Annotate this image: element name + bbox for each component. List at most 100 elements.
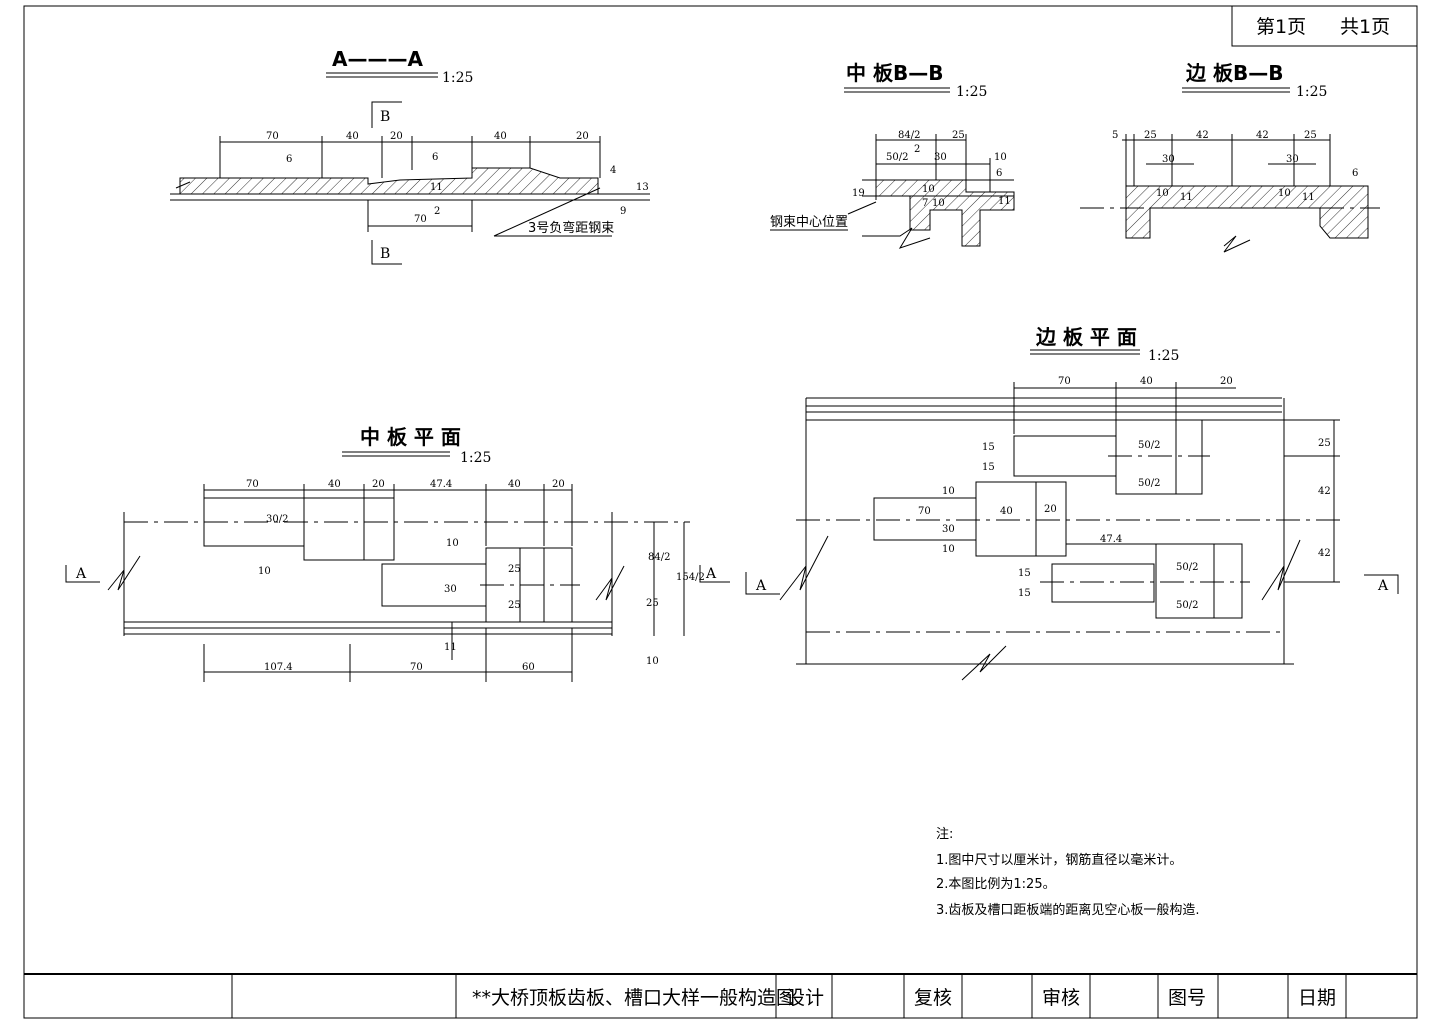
dim-ep-50-2c: 50/2 — [1176, 562, 1198, 573]
view-mid-b-b: 中 板B—B 1:25 84/2 25 2 50/2 30 10 6 19 10… — [770, 61, 1015, 249]
dim-mbb-19: 19 — [852, 188, 865, 199]
dim-ep-50-2b: 50/2 — [1138, 478, 1160, 489]
dim-aa-20b: 20 — [576, 131, 589, 142]
dim-ep-50-2: 50/2 — [1138, 440, 1160, 451]
dim-ep-10b: 10 — [942, 544, 955, 555]
dim-ep-50-2d: 50/2 — [1176, 600, 1198, 611]
view-title-mid-plan: 中 板 平 面 — [360, 425, 461, 449]
dim-mp-60: 60 — [522, 662, 535, 673]
dim-mbb-11: 11 — [998, 196, 1011, 207]
dim-ep-42: 42 — [1318, 486, 1331, 497]
view-scale-mid-plan: 1:25 — [460, 450, 491, 466]
dim-ep-10: 10 — [942, 486, 955, 497]
title-block: **大桥顶板齿板、槽口大样一般构造图 设计 复核 审核 图号 日期 — [24, 973, 1417, 1018]
view-scale-a-a: 1:25 — [442, 70, 473, 86]
dim-mp-47-4: 47.4 — [430, 479, 452, 490]
dim-ebb-25b: 25 — [1304, 130, 1317, 141]
view-scale-mid-bb: 1:25 — [956, 84, 987, 100]
dim-ebb-10b: 10 — [1278, 188, 1291, 199]
sheet-border — [23, 5, 1418, 1019]
label-review: 审核 — [1042, 987, 1080, 1009]
notes-heading: 注: — [936, 827, 953, 842]
cut-label-b-top: B — [380, 109, 390, 125]
dim-ebb-25: 25 — [1144, 130, 1157, 141]
dim-mp-10b: 10 — [446, 538, 459, 549]
dim-mp-70: 70 — [246, 479, 259, 490]
view-title-mid-bb: 中 板B—B — [846, 61, 943, 85]
label-date: 日期 — [1298, 987, 1336, 1009]
label-drawing-no: 图号 — [1168, 987, 1206, 1009]
dim-mp-11: 11 — [444, 642, 457, 653]
dim-mbb-50-2: 50/2 — [886, 152, 908, 163]
drawing-title: **大桥顶板齿板、槽口大样一般构造图 — [472, 987, 795, 1009]
dim-mbb-30: 30 — [934, 152, 947, 163]
dim-mbb-84-2: 84/2 — [898, 130, 920, 141]
dim-ep-15: 15 — [982, 442, 995, 453]
dim-mp-154-2: 154/2 — [676, 572, 705, 583]
dim-aa-13: 13 — [636, 182, 649, 193]
dim-ebb-6: 6 — [1352, 168, 1358, 179]
view-a-a: A———A 1:25 B B 70 40 20 40 20 6 6 4 13 1… — [170, 47, 650, 265]
dim-aa-40: 40 — [346, 131, 359, 142]
dim-ebb-42: 42 — [1196, 130, 1209, 141]
view-mid-plan: 中 板 平 面 1:25 A A 70 40 20 47.4 40 20 — [65, 425, 730, 682]
dim-aa-2: 2 — [434, 206, 440, 217]
dim-mp-30-2: 30/2 — [266, 514, 288, 525]
dim-mp-40b: 40 — [508, 479, 521, 490]
dim-aa-70: 70 — [266, 131, 279, 142]
dim-ep-40b: 40 — [1000, 506, 1013, 517]
dim-ep-20b: 20 — [1044, 504, 1057, 515]
notes: 注: 1.图中尺寸以厘米计，钢筋直径以毫米计。 2.本图比例为1:25。 3.齿… — [936, 827, 1200, 918]
view-title-edge-bb: 边 板B—B — [1185, 61, 1283, 85]
dim-ep-42b: 42 — [1318, 548, 1331, 559]
dim-mp-40: 40 — [328, 479, 341, 490]
note-item-1: 1.图中尺寸以厘米计，钢筋直径以毫米计。 — [936, 852, 1182, 868]
dim-aa-9: 9 — [620, 206, 626, 217]
leader-tendon-3: 3号负弯距钢束 — [528, 220, 614, 236]
dim-ebb-30: 30 — [1162, 154, 1175, 165]
dim-aa-70b: 70 — [414, 214, 427, 225]
label-check: 复核 — [914, 987, 952, 1009]
dim-mp-70b: 70 — [410, 662, 423, 673]
dim-mbb-10c: 10 — [932, 198, 945, 209]
dim-ep-15b: 15 — [982, 462, 995, 473]
page-number: 第1页 — [1256, 16, 1306, 38]
dim-mbb-6: 6 — [996, 168, 1002, 179]
dim-ebb-11: 11 — [1180, 192, 1193, 203]
dim-ep-15d: 15 — [1018, 588, 1031, 599]
dim-aa-40b: 40 — [494, 131, 507, 142]
leader-tendon-center: 钢束中心位置 — [770, 215, 848, 230]
section-label-a-left-mid: A — [75, 566, 87, 582]
dim-aa-6b: 6 — [432, 152, 438, 163]
page-header: 第1页 共1页 — [1231, 5, 1418, 47]
section-label-a-right-edge: A — [1377, 578, 1389, 594]
dim-ep-47-4: 47.4 — [1100, 534, 1122, 545]
dim-mbb-25: 25 — [952, 130, 965, 141]
dim-mp-10c: 10 — [646, 656, 659, 667]
dim-ep-30: 30 — [942, 524, 955, 535]
section-label-a-right-mid: A — [705, 566, 717, 582]
view-edge-plan: 边 板 平 面 1:25 A A 70 40 20 — [745, 325, 1399, 681]
dim-mp-84-2: 84/2 — [648, 552, 670, 563]
dim-mp-25b: 25 — [508, 600, 521, 611]
section-label-a-left-edge: A — [755, 578, 767, 594]
dim-mp-30: 30 — [444, 584, 457, 595]
dim-ebb-11b: 11 — [1302, 192, 1315, 203]
view-title-a-a: A———A — [332, 47, 423, 71]
label-design: 设计 — [786, 987, 824, 1009]
dim-ebb-5: 5 — [1112, 130, 1118, 141]
note-item-3: 3.齿板及槽口距板端的距离见空心板一般构造. — [936, 902, 1200, 918]
cut-label-b-bottom: B — [380, 246, 390, 262]
dim-ep-40: 40 — [1140, 376, 1153, 387]
dim-ebb-42b: 42 — [1256, 130, 1269, 141]
dim-ep-70: 70 — [1058, 376, 1071, 387]
dim-ep-25: 25 — [1318, 438, 1331, 449]
view-title-edge-plan: 边 板 平 面 — [1035, 325, 1137, 349]
dim-ep-70b: 70 — [918, 506, 931, 517]
dim-aa-6: 6 — [286, 154, 292, 165]
page-total: 共1页 — [1340, 16, 1390, 38]
note-item-2: 2.本图比例为1:25。 — [936, 877, 1056, 892]
view-edge-b-b: 边 板B—B 1:25 5 25 42 42 25 30 30 6 10 11 … — [1080, 61, 1380, 253]
